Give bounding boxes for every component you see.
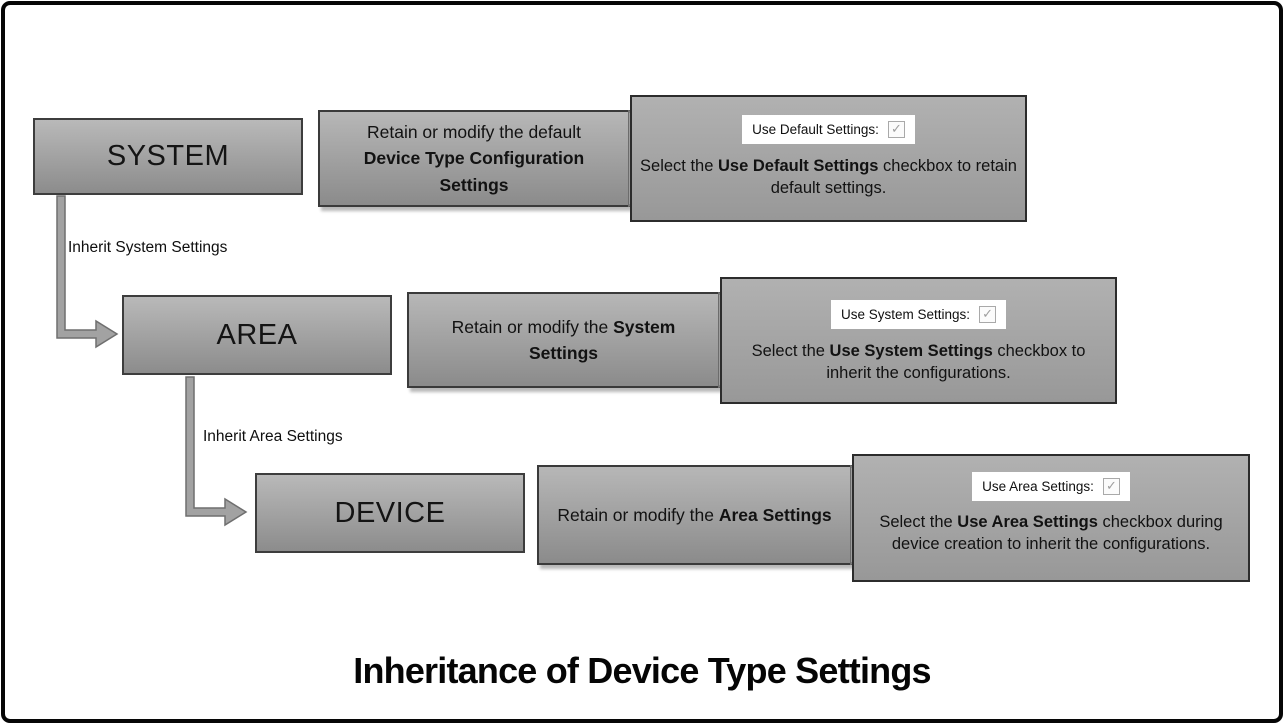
use-system-settings-checkbox-label: Use System Settings: [840,307,971,322]
system-level-box: SYSTEM [33,118,303,195]
checkmark-icon: ✓ [890,122,902,137]
system-action-box: Retain or modify the default Device Type… [318,110,630,207]
area-level-label: AREA [216,318,298,351]
area-result-note: Select the Use System Settings checkbox … [751,342,1086,382]
use-area-settings-field: Use Area Settings: ✓ [972,472,1130,501]
system-level-label: SYSTEM [106,140,230,172]
use-area-settings-checkbox[interactable]: ✓ [1102,478,1120,495]
system-result-note: Select the Use Default Settings checkbox… [640,157,1017,197]
area-action-box: Retain or modify the System Settings [407,292,720,388]
use-default-settings-checkbox[interactable]: ✓ [887,121,905,138]
device-level-box: DEVICE [255,473,525,553]
inherit-area-arrow-connector [185,376,248,527]
use-system-settings-field: Use System Settings: ✓ [830,300,1007,329]
device-level-label: DEVICE [334,496,446,529]
device-result-box: Use Area Settings: ✓ Select the Use Area… [852,454,1250,582]
use-area-settings-checkbox-label: Use Area Settings: [982,479,1094,494]
device-action-text: Retain or modify the Area Settings [557,504,832,525]
diagram-title: Inheritance of Device Type Settings [353,650,931,691]
device-result-note: Select the Use Area Settings checkbox du… [879,513,1223,553]
area-level-box: AREA [122,295,392,375]
area-result-box: Use System Settings: ✓ Select the Use Sy… [720,277,1117,404]
use-default-settings-field: Use Default Settings: ✓ [742,115,915,144]
area-action-text: Retain or modify the System Settings [451,316,676,363]
inherit-area-settings-label: Inherit Area Settings [203,428,343,445]
inherit-system-settings-label: Inherit System Settings [68,239,228,256]
system-result-box: Use Default Settings: ✓ Select the Use D… [630,95,1027,222]
system-action-text: Retain or modify the default Device Type… [363,122,585,195]
checkmark-icon: ✓ [1105,479,1117,494]
device-action-box: Retain or modify the Area Settings [537,465,852,565]
use-default-settings-checkbox-label: Use Default Settings: [752,122,879,137]
checkmark-icon: ✓ [982,307,993,322]
use-system-settings-checkbox[interactable]: ✓ [979,306,997,323]
inherit-system-arrow-connector [56,195,119,349]
